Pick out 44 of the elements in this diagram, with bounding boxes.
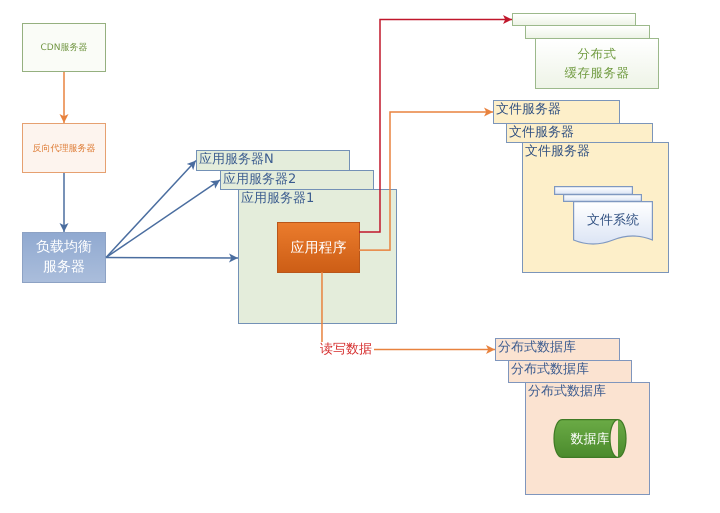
server-box: [22, 23, 106, 72]
arrow: [60, 173, 68, 232]
app-server-panel: [220, 170, 374, 190]
panel-heading: 应用服务器N: [199, 152, 274, 167]
document-shape: [563, 194, 642, 202]
document-shape: [554, 186, 633, 195]
edge-label: 读写数据: [318, 342, 374, 358]
node-label: CDN服务器: [40, 42, 88, 54]
panel-heading: 文件服务器: [509, 125, 574, 140]
cache-server-box: [525, 25, 650, 39]
application-box: [277, 222, 360, 273]
file-server-panel: [493, 100, 620, 124]
panel-heading: 分布式数据库: [498, 340, 576, 355]
app-server-panel: [238, 189, 397, 324]
panel-heading: 文件服务器: [525, 144, 590, 159]
database-server-panel: [508, 360, 632, 383]
app-server-panel: [196, 150, 350, 171]
node-label: 负载均衡服务器: [36, 238, 92, 276]
node-label: 应用程序: [290, 238, 346, 256]
arrow: [106, 179, 220, 258]
arrow: [106, 253, 238, 262]
document-shape: [573, 201, 653, 246]
node-label: 分布式缓存服务器: [564, 45, 630, 82]
database-cylinder: [554, 419, 626, 458]
node-label: 数据库: [570, 430, 610, 448]
load-balancer-box: [22, 232, 106, 283]
file-server-panel: [506, 123, 653, 143]
arrow: [60, 72, 68, 123]
cache-server-box: [512, 13, 636, 26]
node-label: 文件系统: [587, 212, 639, 229]
node-label: 反向代理服务器: [32, 142, 96, 154]
arrow: [105, 160, 197, 258]
panel-heading: 文件服务器: [496, 102, 561, 117]
database-server-panel: [495, 338, 620, 361]
arrow: [359, 15, 512, 233]
panel-heading: 分布式数据库: [511, 362, 589, 377]
cache-server-box: [535, 38, 659, 89]
database-server-panel: [525, 382, 650, 495]
file-server-panel: [522, 142, 669, 273]
panel-heading: 应用服务器1: [241, 191, 314, 206]
arrow: [359, 108, 493, 251]
panel-heading: 应用服务器2: [223, 172, 296, 187]
panel-heading: 分布式数据库: [528, 384, 606, 399]
server-box: [22, 123, 106, 173]
